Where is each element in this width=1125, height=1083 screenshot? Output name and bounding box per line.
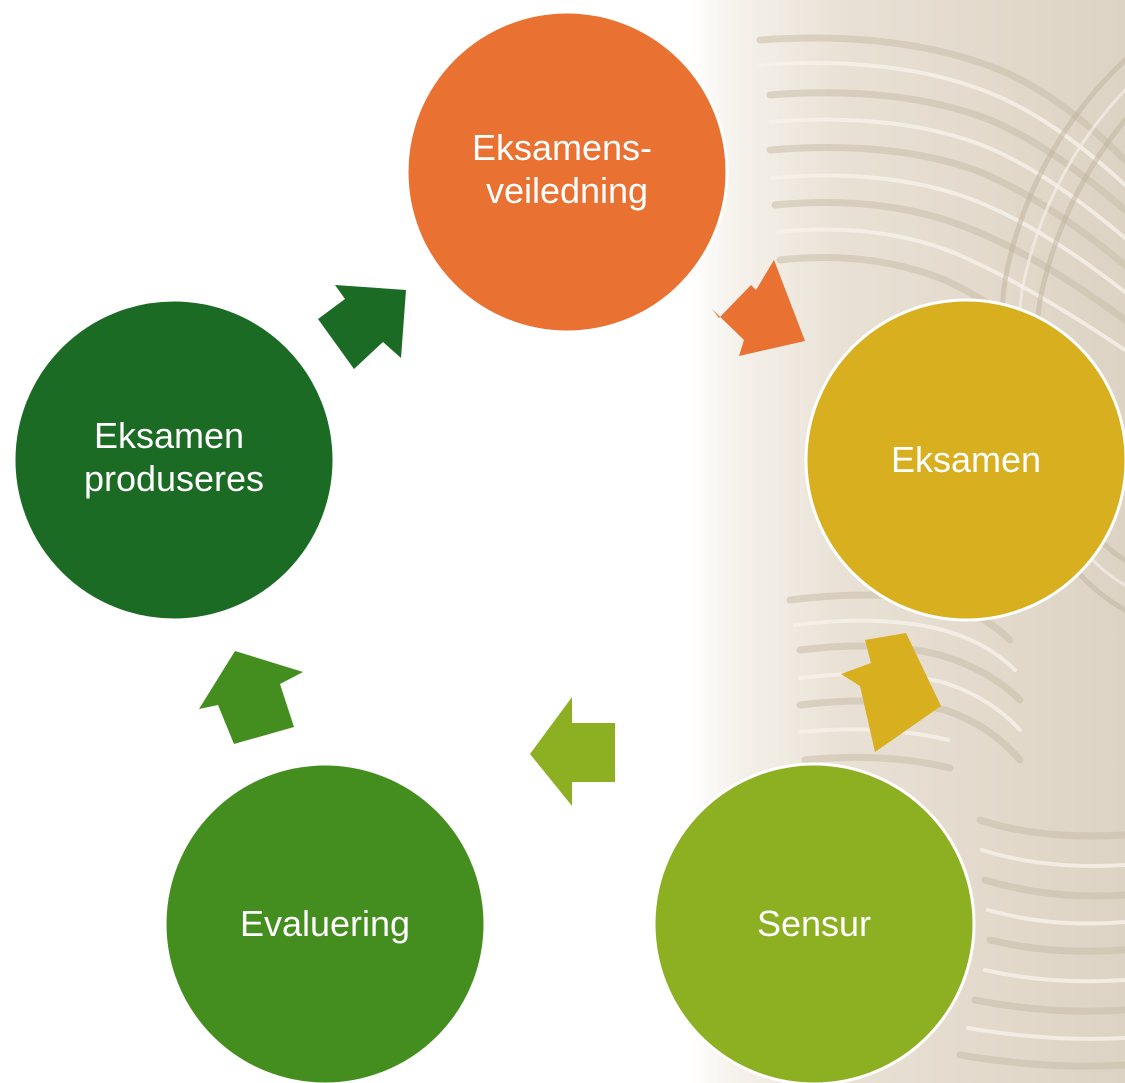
node-eksamen: Eksamen bbox=[804, 298, 1125, 622]
node-eksamensveiledning-label-line-2: veiledning bbox=[486, 170, 648, 211]
node-eksamensveiledning-label-line-1: Eksamens- bbox=[472, 127, 652, 168]
node-eksamensveiledning: Eksamens- veiledning bbox=[405, 10, 729, 334]
node-evaluering-circle bbox=[163, 762, 487, 1083]
node-sensur: Sensur bbox=[652, 762, 976, 1083]
node-eksamen-produseres-label-line-2: produseres bbox=[84, 458, 264, 499]
node-eksamen-produseres: Eksamen produseres bbox=[12, 298, 336, 622]
arrow-sensur-to-evaluering bbox=[530, 697, 615, 806]
node-evaluering: Evaluering bbox=[163, 762, 487, 1083]
node-eksamen-produseres-label: Eksamen produseres bbox=[84, 415, 264, 499]
arrow-veiledning-to-eksamen bbox=[712, 260, 805, 356]
node-eksamen-produseres-circle bbox=[12, 298, 336, 622]
node-evaluering-label: Evaluering bbox=[240, 903, 410, 944]
node-eksamensveiledning-circle bbox=[405, 10, 729, 334]
arrow-produseres-to-veiledning bbox=[318, 285, 406, 369]
node-sensur-label: Sensur bbox=[757, 903, 871, 944]
node-eksamensveiledning-label: Eksamens- veiledning bbox=[472, 127, 662, 211]
node-eksamen-label: Eksamen bbox=[891, 439, 1041, 480]
node-eksamen-produseres-label-line-1: Eksamen bbox=[94, 415, 244, 456]
node-sensur-circle bbox=[652, 762, 976, 1083]
node-eksamen-circle bbox=[804, 298, 1125, 622]
arrow-eksamen-to-sensur bbox=[841, 633, 941, 752]
arrow-evaluering-to-produseres bbox=[199, 651, 303, 744]
